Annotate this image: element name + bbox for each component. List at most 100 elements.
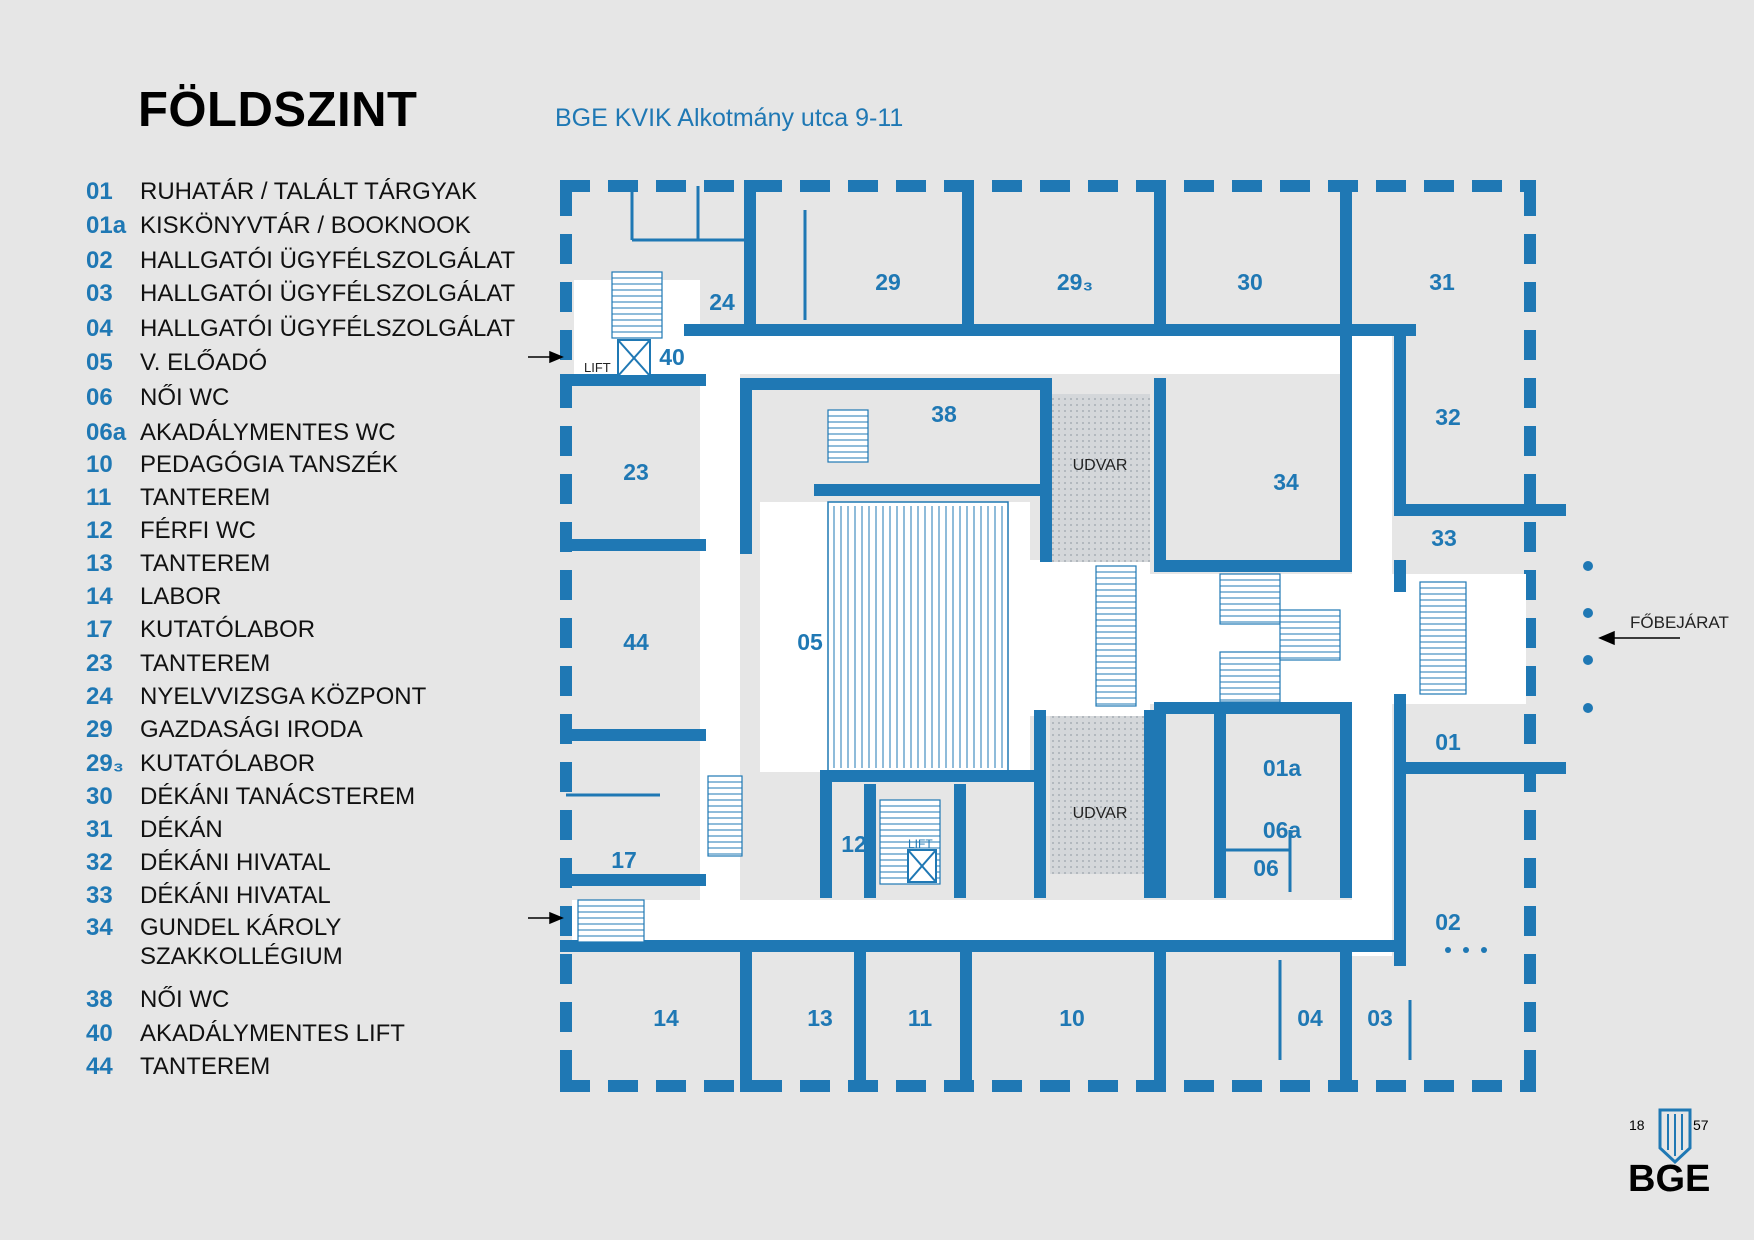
legend-room-name: RUHATÁR / TALÁLT TÁRGYAK	[140, 178, 477, 205]
lift-boxes	[617, 339, 937, 883]
legend-code: 01a	[86, 212, 127, 239]
room-label: 14	[653, 1005, 679, 1031]
legend-code: 05	[86, 349, 113, 376]
legend-code: 40	[86, 1020, 113, 1047]
room-label: 06	[1253, 855, 1279, 881]
room-label: 30	[1237, 269, 1263, 295]
room-label: 44	[623, 629, 649, 655]
room-label: 23	[623, 459, 649, 485]
legend-room-name: TANTEREM	[140, 650, 271, 677]
room-label: 33	[1431, 525, 1457, 551]
interior-walls	[560, 180, 1566, 1092]
legend-room-name: FÉRFI WC	[140, 517, 256, 544]
legend-code: 02	[86, 247, 113, 274]
room-label: 31	[1429, 269, 1455, 295]
legend-room-name: AKADÁLYMENTES WC	[140, 419, 396, 446]
legend-room-name: AKADÁLYMENTES LIFT	[140, 1020, 405, 1047]
legend-code: 17	[86, 616, 113, 643]
room-label: 38	[931, 401, 957, 427]
seat-rows	[833, 506, 1003, 768]
legend-room-name: PEDAGÓGIA TANSZÉK	[140, 451, 398, 478]
thin-partitions	[566, 186, 1412, 1060]
legend-code: 13	[86, 550, 113, 577]
legend-code: 23	[86, 650, 113, 677]
legend-code: 38	[86, 986, 113, 1013]
legend-room-name: GUNDEL KÁROLY	[140, 914, 342, 941]
legend-code: 06	[86, 384, 113, 411]
room-label: 13	[807, 1005, 833, 1031]
room-label: 12	[841, 831, 867, 857]
legend-code: 30	[86, 783, 113, 810]
legend-room-name: DÉKÁN	[140, 816, 223, 843]
legend-code: 34	[86, 914, 113, 941]
legend-room-name: KUTATÓLABOR	[140, 616, 316, 643]
room-label: 17	[611, 847, 637, 873]
legend-room-name: KISKÖNYVTÁR / BOOKNOOK	[140, 212, 471, 239]
logo-year-right: 57	[1693, 1117, 1709, 1133]
legend-code: 10	[86, 451, 113, 478]
room-label: 11	[908, 1005, 933, 1031]
room-label: 32	[1435, 404, 1461, 430]
room-label: 34	[1273, 469, 1299, 495]
page-title: FÖLDSZINT	[138, 83, 418, 137]
room-label: 04	[1297, 1005, 1323, 1031]
legend-room-name: KUTATÓLABOR	[140, 750, 316, 777]
room-label: 06a	[1263, 817, 1302, 843]
legend-code: 33	[86, 882, 113, 909]
legend-code: 03	[86, 280, 113, 307]
room-label: 01a	[1263, 755, 1302, 781]
legend-room-name: TANTEREM	[140, 484, 271, 511]
room-label: 24	[709, 289, 735, 315]
stairs	[577, 271, 1467, 943]
legend-code: 29₃	[86, 750, 124, 777]
room-label: 02	[1435, 909, 1461, 935]
room-label: 29₃	[1057, 269, 1093, 295]
legend-code: 32	[86, 849, 113, 876]
legend-room-name: GAZDASÁGI IRODA	[140, 716, 363, 743]
lift-label-center: LIFT	[908, 837, 933, 851]
legend-room-name: DÉKÁNI HIVATAL	[140, 882, 331, 909]
legend-code: 29	[86, 716, 113, 743]
bge-logo-emblem	[1658, 1108, 1692, 1165]
legend-code: 24	[86, 683, 113, 710]
main-entrance-label: FŐBEJÁRAT	[1630, 613, 1729, 632]
legend-code: 06a	[86, 419, 127, 446]
legend-room-name: DÉKÁNI HIVATAL	[140, 849, 331, 876]
legend-room-name: TANTEREM	[140, 550, 271, 577]
room-label: 03	[1367, 1005, 1393, 1031]
courtyard-label-bottom: UDVAR	[1073, 805, 1128, 822]
room-label: 05	[797, 629, 823, 655]
legend-code: 01	[86, 178, 113, 205]
courtyard-label-top: UDVAR	[1073, 457, 1128, 474]
legend-code: 31	[86, 816, 113, 843]
legend-room-name: DÉKÁNI TANÁCSTEREM	[140, 783, 416, 810]
legend-room-name: LABOR	[140, 583, 222, 610]
auditorium-seating	[827, 501, 1009, 773]
logo-wordmark: BGE	[1628, 1158, 1711, 1200]
legend-room-name: HALLGATÓI ÜGYFÉLSZOLGÁLAT	[140, 247, 516, 274]
legend-code: 04	[86, 315, 113, 342]
legend-room-name: HALLGATÓI ÜGYFÉLSZOLGÁLAT	[140, 280, 516, 307]
legend-room-name: NYELVVIZSGA KÖZPONT	[140, 683, 427, 710]
legend-room-name: HALLGATÓI ÜGYFÉLSZOLGÁLAT	[140, 315, 516, 342]
building-address: BGE KVIK Alkotmány utca 9-11	[555, 104, 904, 132]
entrance-arrows	[528, 350, 1680, 925]
legend-room-name: NŐI WC	[140, 384, 230, 411]
legend-room-name: TANTEREM	[140, 1053, 271, 1080]
legend-room-name: NŐI WC	[140, 986, 230, 1013]
legend-room-name: SZAKKOLLÉGIUM	[140, 943, 343, 970]
outer-walls	[560, 180, 1536, 1092]
logo-year-left: 18	[1629, 1117, 1645, 1133]
courtyards	[1050, 394, 1150, 874]
legend-code: 11	[86, 484, 112, 511]
legend-code: 44	[86, 1053, 113, 1080]
legend-room-name: V. ELŐADÓ	[140, 349, 268, 376]
room-label: 40	[659, 344, 685, 370]
room-label: 10	[1059, 1005, 1085, 1031]
legend-code: 14	[86, 583, 113, 610]
entrance-columns	[1445, 561, 1593, 953]
room-legend: 01 RUHATÁR / TALÁLT TÁRGYAK 01a KISKÖNYVTÁR…	[0, 0, 540, 1120]
legend-code: 12	[86, 517, 113, 544]
room-label: 29	[875, 269, 901, 295]
